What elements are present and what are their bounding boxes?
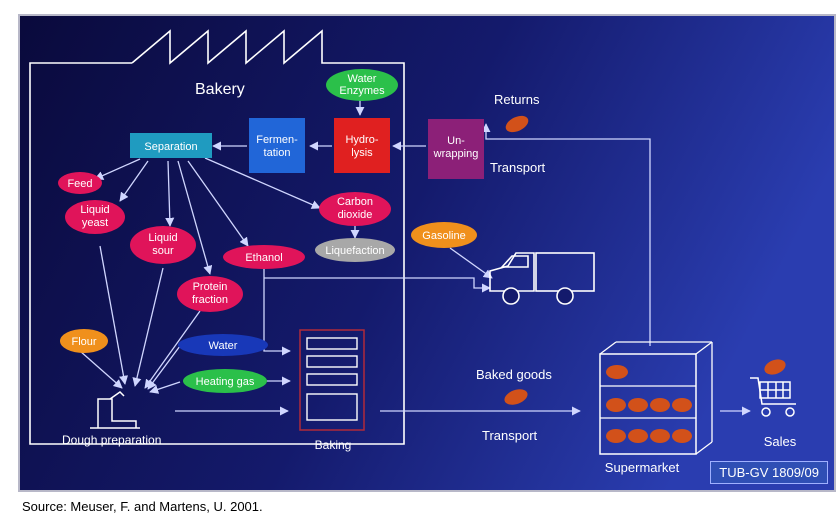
water-oval <box>178 334 268 356</box>
bakery-title: Bakery <box>195 81 245 98</box>
sales-bread-icon <box>764 359 786 375</box>
protein-fraction-label-line2: fraction <box>192 294 228 306</box>
liquid-sour-oval <box>130 226 196 264</box>
unwrapping-label-line1: Un- <box>447 135 465 147</box>
liquid-yeast-label-line1: Liquid <box>80 204 109 216</box>
heating-gas-label: Heating gas <box>196 376 255 388</box>
feed-oval <box>58 172 102 194</box>
fermentation-label-line2: tation <box>264 147 291 159</box>
water-enzymes-label-line1: Water <box>348 73 377 85</box>
supermarket-shelf <box>599 341 713 455</box>
truck-icon <box>489 252 595 305</box>
shopping-cart-icon <box>750 377 796 417</box>
bakery-flow-diagram: Bakery Water Enzymes Hydro- lysis <box>20 16 834 490</box>
water-enzymes-oval <box>326 69 398 101</box>
heating-gas-oval <box>183 369 267 393</box>
figure-code-badge: TUB-GV 1809/09 <box>710 461 828 484</box>
supermarket-label: Supermarket <box>605 460 680 475</box>
source-citation: Source: Meuser, F. and Martens, U. 2001. <box>22 499 263 514</box>
liquefaction-oval <box>315 238 395 262</box>
protein-fraction-label-line1: Protein <box>193 281 228 293</box>
separation-label: Separation <box>144 141 197 153</box>
sales-label: Sales <box>764 434 797 449</box>
liquid-sour-label-line1: Liquid <box>148 232 177 244</box>
baked-goods-label: Baked goods <box>476 367 552 382</box>
flour-oval <box>60 329 108 353</box>
diagram-frame: Bakery Water Enzymes Hydro- lysis <box>18 14 836 492</box>
liquid-sour-label-line2: sour <box>152 245 174 257</box>
carbon-dioxide-oval <box>319 192 391 226</box>
transport-bottom-label: Transport <box>482 428 538 443</box>
fermentation-box <box>249 118 305 173</box>
liquefaction-label: Liquefaction <box>325 245 384 257</box>
hydrolysis-box <box>334 118 390 173</box>
feed-label: Feed <box>67 178 92 190</box>
returns-bread-icon <box>505 115 529 133</box>
liquid-yeast-oval <box>65 200 125 234</box>
hydrolysis-label-line2: lysis <box>351 147 373 159</box>
flour-label: Flour <box>71 336 96 348</box>
protein-fraction-oval <box>177 276 243 312</box>
bakery-building-outline <box>29 29 405 445</box>
unwrapping-label-line2: wrapping <box>433 148 479 160</box>
ethanol-label: Ethanol <box>245 252 282 264</box>
carbon-dioxide-label-line1: Carbon <box>337 196 373 208</box>
oven-door <box>306 393 358 421</box>
ethanol-oval <box>223 245 305 269</box>
oven-tray-2 <box>306 355 358 368</box>
fermentation-label-line1: Fermen- <box>256 134 298 146</box>
liquid-yeast-label-line2: yeast <box>82 217 108 229</box>
gasoline-label: Gasoline <box>422 230 465 242</box>
baking-label: Baking <box>315 438 352 452</box>
separation-box <box>130 133 212 158</box>
water-enzymes-label-line2: Enzymes <box>339 85 385 97</box>
dough-mixer-icon <box>90 391 140 429</box>
water-label: Water <box>209 340 238 352</box>
carbon-dioxide-label-line2: dioxide <box>338 209 373 221</box>
transport-top-label: Transport <box>490 160 546 175</box>
baked-goods-bread-icon <box>504 389 528 405</box>
baking-oven <box>299 329 365 431</box>
oven-tray-1 <box>306 337 358 350</box>
flow-arrows <box>79 98 751 416</box>
oven-tray-3 <box>306 373 358 386</box>
dough-preparation-label: Dough preparation <box>62 433 161 447</box>
gasoline-oval <box>411 222 477 248</box>
returns-label: Returns <box>494 92 540 107</box>
unwrapping-box <box>428 119 484 179</box>
hydrolysis-label-line1: Hydro- <box>345 134 378 146</box>
